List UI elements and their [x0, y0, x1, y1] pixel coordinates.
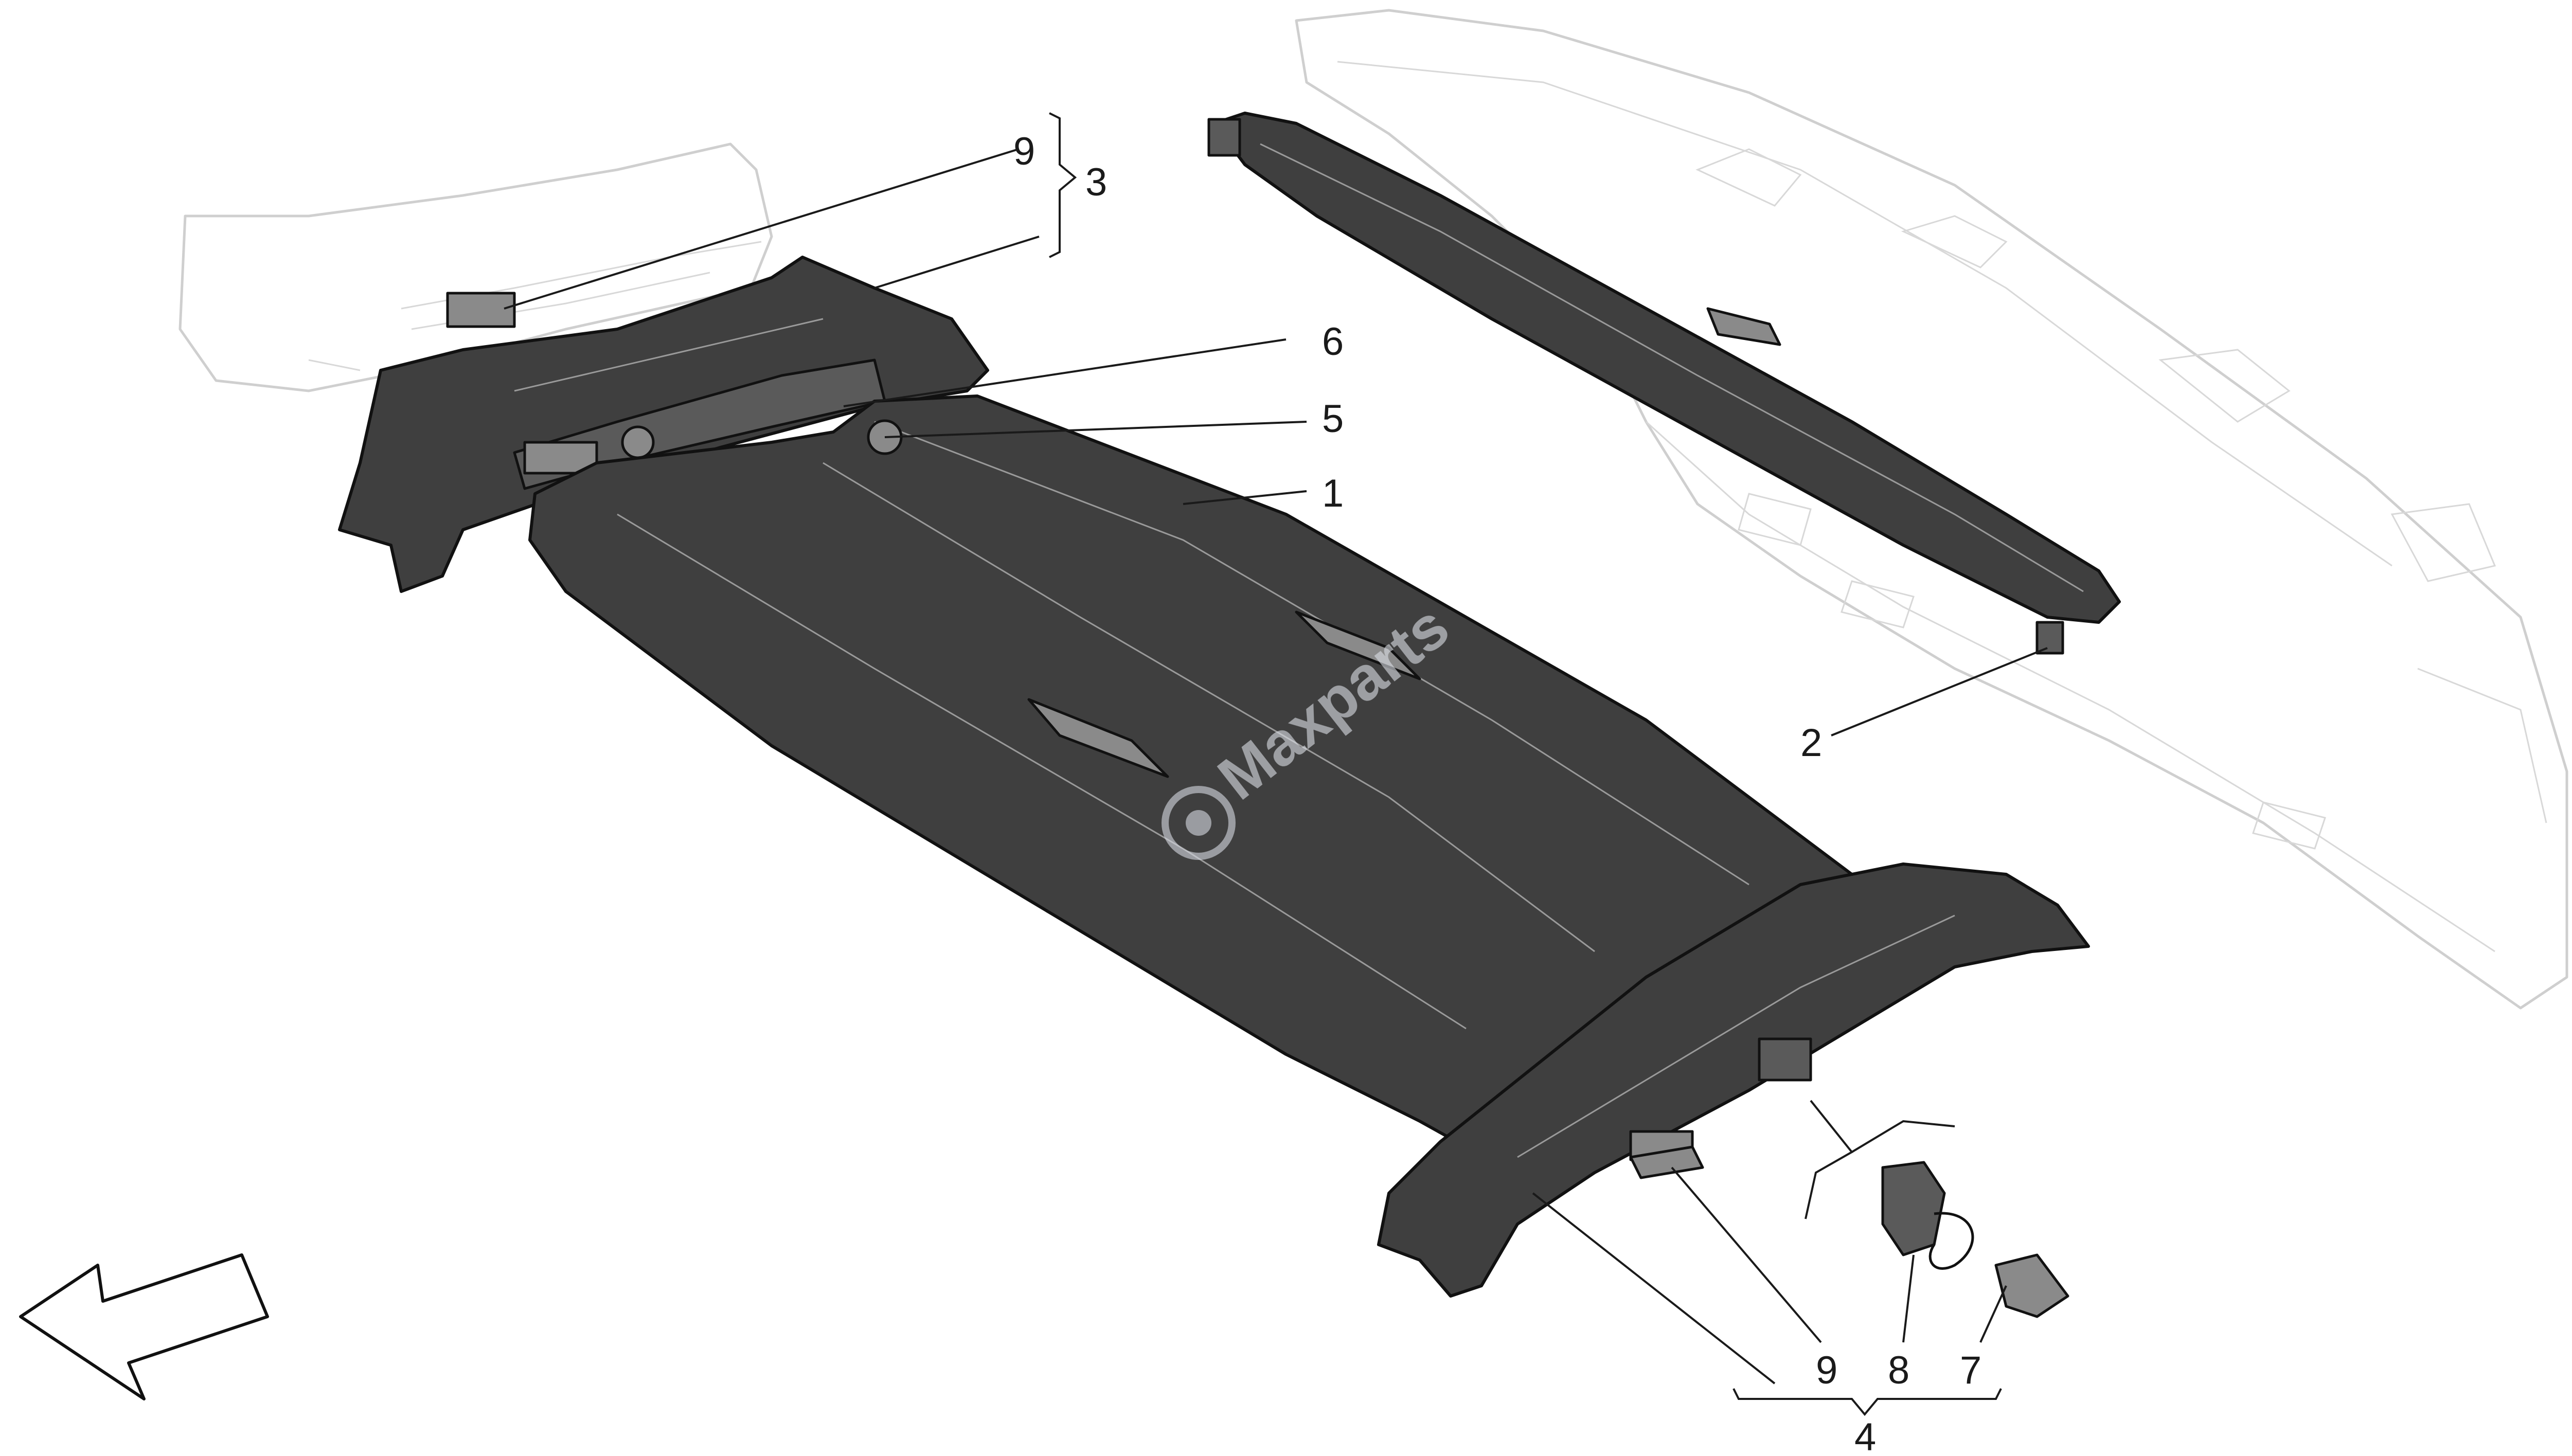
leader-2: [1831, 647, 2048, 736]
callout-5: 5: [1322, 397, 1344, 441]
leader-1: [1183, 490, 1307, 505]
leader-7: [1979, 1285, 2007, 1343]
brace-3: [1049, 112, 1077, 258]
callout-9-bottom: 9: [1816, 1349, 1837, 1392]
callout-1: 1: [1322, 472, 1344, 515]
part-9-upper-clip: [446, 292, 516, 328]
leader-6: [843, 338, 1287, 407]
leader-4-group-b: [1851, 1120, 1955, 1153]
leader-lines: [504, 112, 2048, 1416]
callout-3: 3: [1085, 160, 1107, 204]
brace-4: [1732, 1388, 2002, 1416]
callout-labels: 9 3 6 5 1 2 9 8 7 4: [1013, 130, 1981, 1456]
callout-8: 8: [1888, 1349, 1909, 1392]
callout-6: 6: [1322, 320, 1344, 364]
leader-4-group: [1805, 1100, 1854, 1219]
leader-3: [874, 236, 1040, 289]
part-7-sleeve: [1994, 1253, 2069, 1318]
callout-4: 4: [1854, 1415, 1876, 1453]
small-parts-group: [446, 292, 2069, 1318]
leader-5: [884, 421, 1307, 438]
part-8-bracket: [1881, 1161, 1946, 1256]
front-direction-arrow-icon: [19, 1253, 269, 1400]
part-9-clip: [1629, 1145, 1704, 1179]
watermark-logo-icon: [1162, 786, 1236, 860]
callout-9-top: 9: [1013, 130, 1035, 173]
part-2-rear-shelf-cover: [1207, 112, 2121, 655]
callout-7: 7: [1960, 1349, 1981, 1392]
leader-9b-frame: [1532, 1192, 1776, 1385]
leader-9-top: [504, 148, 1019, 310]
callout-2: 2: [1800, 721, 1822, 765]
leader-9-bottom: [1671, 1166, 1822, 1343]
leader-8: [1902, 1254, 1915, 1343]
